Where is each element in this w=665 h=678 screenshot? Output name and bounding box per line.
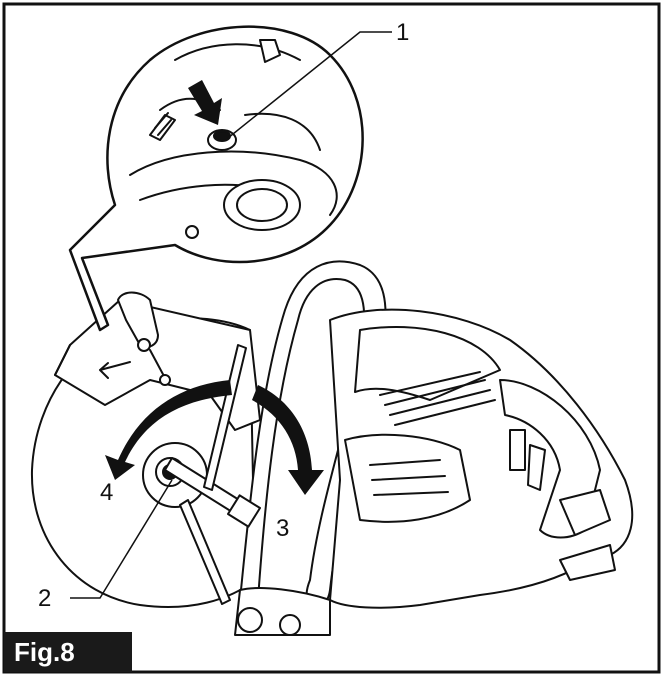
leader-2 <box>70 479 173 599</box>
arrow-tighten <box>252 385 324 495</box>
push-arrow <box>188 80 222 125</box>
callout-2: 2 <box>38 585 51 612</box>
callout-3: 3 <box>276 515 289 542</box>
socket-wrench-bar <box>203 344 247 491</box>
arrow-loosen <box>105 380 232 480</box>
figure-label: Fig.8 <box>4 632 132 672</box>
leader-lines <box>70 31 392 599</box>
callout-1: 1 <box>396 19 409 46</box>
callout-4: 4 <box>100 479 113 506</box>
power-cutter-drawing <box>30 260 634 636</box>
detail-callout <box>68 25 364 332</box>
leader-1 <box>227 31 392 139</box>
rotation-arrows <box>105 380 324 495</box>
detail-bubble <box>68 25 364 332</box>
detail-contents <box>129 39 338 239</box>
